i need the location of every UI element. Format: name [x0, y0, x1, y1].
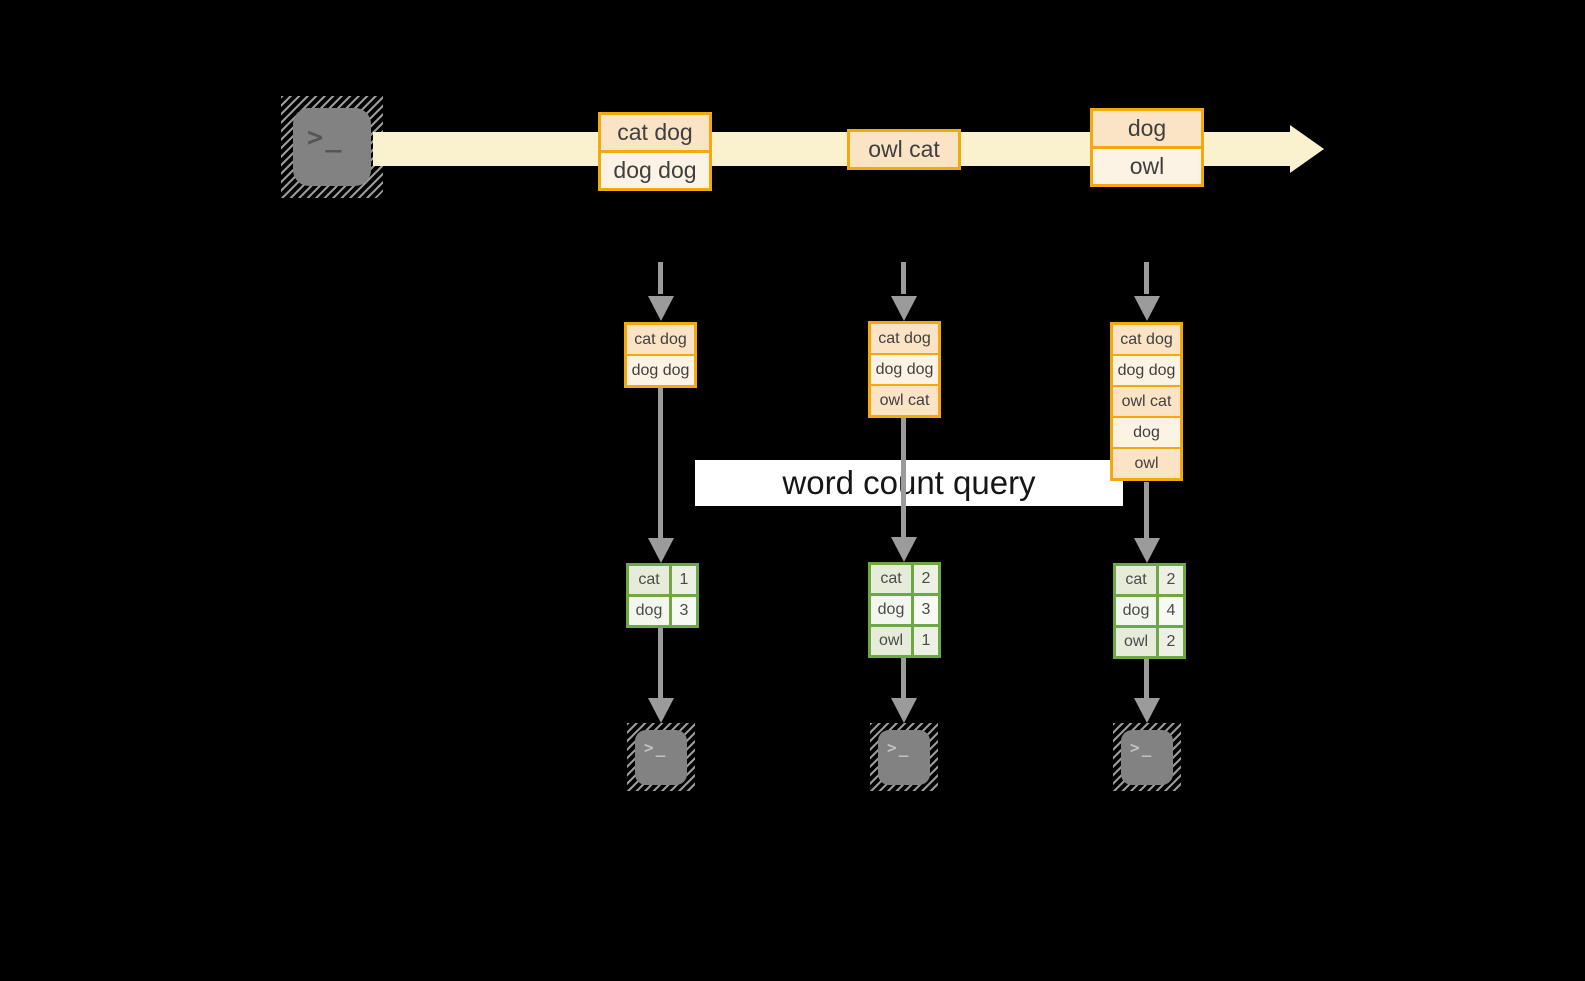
state-item: dog: [1113, 418, 1180, 447]
trigger-arrow-dash: [1144, 262, 1149, 294]
state-item: dog dog: [1113, 356, 1180, 385]
state-item: cat dog: [627, 325, 694, 354]
result-word: dog: [1116, 597, 1156, 625]
result-count: 3: [914, 596, 938, 624]
stream-event: dog: [1093, 111, 1201, 146]
terminal-prompt-glyph: >_: [644, 738, 668, 757]
state-item: cat dog: [1113, 325, 1180, 354]
result-count: 1: [672, 566, 696, 594]
table-row: owl 2: [1116, 628, 1183, 656]
stream-batch-3: dog owl: [1090, 108, 1204, 187]
stream-arrowhead-icon: [1290, 125, 1324, 173]
arrow-down-icon: [1134, 538, 1160, 563]
table-row: dog 3: [871, 596, 938, 624]
table-row: cat 2: [871, 565, 938, 593]
result-table-1: cat 1 dog 3: [626, 563, 699, 628]
state-box-2: cat dog dog dog owl cat: [868, 321, 941, 418]
state-item: cat dog: [871, 324, 938, 353]
terminal-prompt-glyph: >_: [887, 738, 911, 757]
query-arrow-line: [901, 418, 906, 537]
result-word: cat: [1116, 566, 1156, 594]
arrow-down-icon: [891, 698, 917, 723]
output-arrow-line: [658, 628, 663, 698]
arrow-down-icon: [648, 538, 674, 563]
query-label: word count query: [695, 460, 1123, 506]
result-word: cat: [629, 566, 669, 594]
state-item: owl cat: [1113, 387, 1180, 416]
trigger-arrow-dash: [658, 262, 663, 294]
arrow-down-icon: [1134, 698, 1160, 723]
state-box-3: cat dog dog dog owl cat dog owl: [1110, 322, 1183, 481]
result-word: owl: [871, 627, 911, 655]
result-word: cat: [871, 565, 911, 593]
table-row: dog 3: [629, 597, 696, 625]
result-count: 4: [1159, 597, 1183, 625]
state-box-1: cat dog dog dog: [624, 322, 697, 388]
stream-batch-2: owl cat: [847, 129, 961, 170]
result-word: dog: [871, 596, 911, 624]
query-arrow-line: [658, 388, 663, 538]
arrow-down-icon: [891, 537, 917, 562]
table-row: cat 1: [629, 566, 696, 594]
arrow-down-icon: [648, 296, 674, 321]
state-item: dog dog: [871, 355, 938, 384]
stream-batch-1: cat dog dog dog: [598, 112, 712, 191]
output-arrow-line: [901, 658, 906, 698]
terminal-icon: >_: [635, 730, 687, 785]
stream-event: owl cat: [850, 132, 958, 167]
table-row: owl 1: [871, 627, 938, 655]
state-item: owl: [1113, 449, 1180, 478]
terminal-prompt-glyph: >_: [307, 122, 344, 153]
result-count: 2: [1159, 566, 1183, 594]
state-item: owl cat: [871, 386, 938, 415]
result-word: dog: [629, 597, 669, 625]
table-row: dog 4: [1116, 597, 1183, 625]
query-arrow-line: [1144, 482, 1149, 538]
arrow-down-icon: [891, 296, 917, 321]
terminal-icon: >_: [878, 730, 930, 785]
arrow-down-icon: [1134, 296, 1160, 321]
stream-event: cat dog: [601, 115, 709, 150]
result-count: 1: [914, 627, 938, 655]
result-count: 2: [914, 565, 938, 593]
state-item: dog dog: [627, 356, 694, 385]
terminal-prompt-glyph: >_: [1130, 738, 1154, 757]
terminal-icon: >_: [293, 108, 371, 186]
stream-event: dog dog: [601, 153, 709, 188]
output-arrow-line: [1144, 658, 1149, 698]
terminal-icon: >_: [1121, 730, 1173, 785]
trigger-arrow-dash: [901, 262, 906, 294]
result-count: 2: [1159, 628, 1183, 656]
table-row: cat 2: [1116, 566, 1183, 594]
result-count: 3: [672, 597, 696, 625]
result-table-3: cat 2 dog 4 owl 2: [1113, 563, 1186, 659]
arrow-down-icon: [648, 698, 674, 723]
result-word: owl: [1116, 628, 1156, 656]
result-table-2: cat 2 dog 3 owl 1: [868, 562, 941, 658]
stream-event: owl: [1093, 149, 1201, 184]
